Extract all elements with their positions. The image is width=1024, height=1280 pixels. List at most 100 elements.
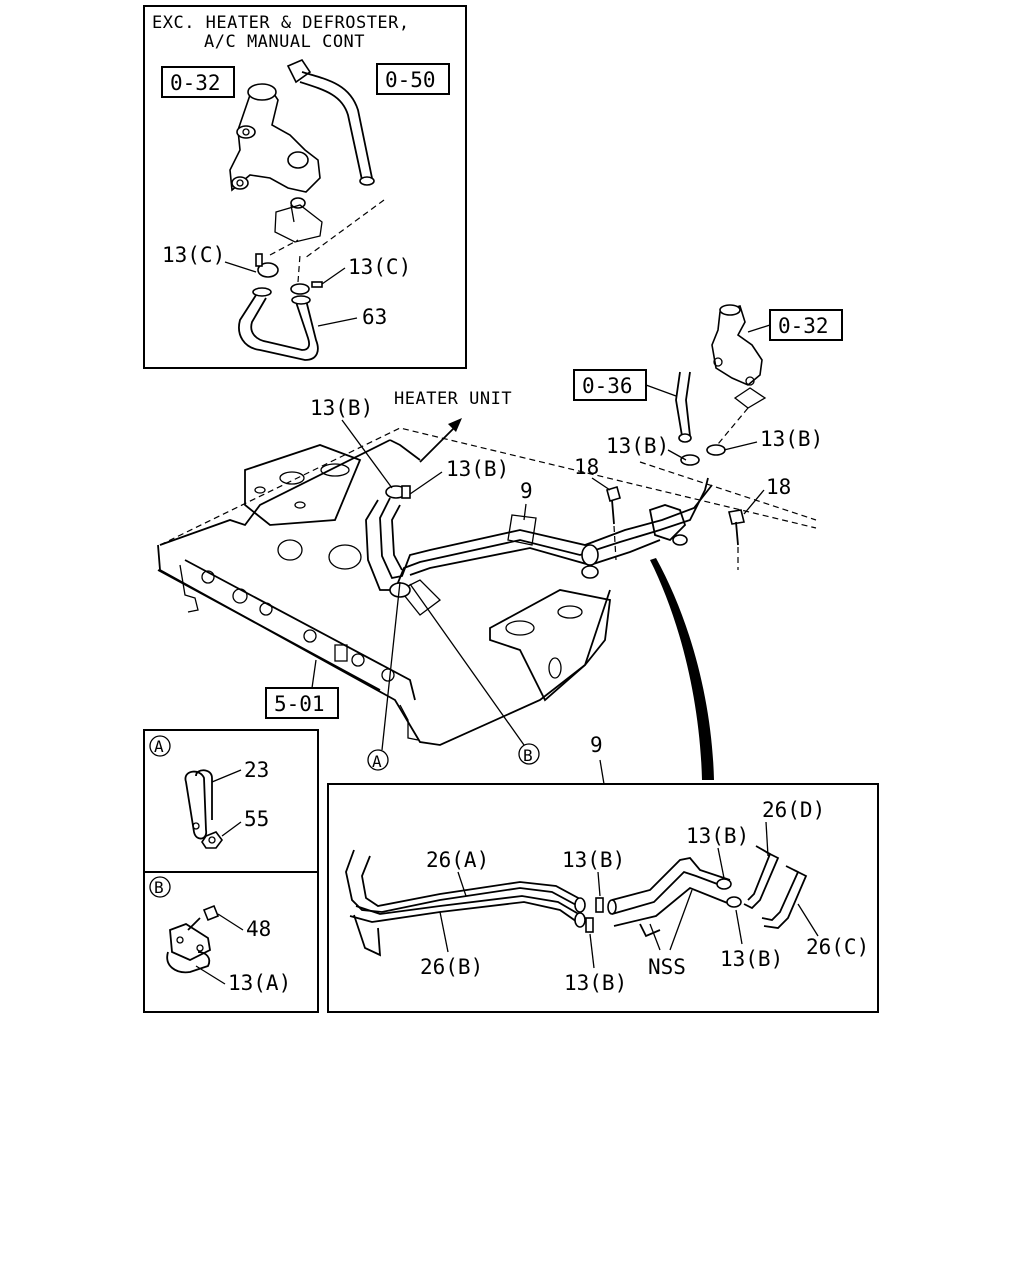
detail-b-frame xyxy=(143,871,319,1013)
label-pipe-26b: 26(B) xyxy=(420,955,483,979)
leader-pipe-26b xyxy=(439,911,449,953)
label-clamp-13b-top-mid: 13(B) xyxy=(446,457,509,481)
clamps-13b-left-detail-drawing xyxy=(585,897,604,933)
leader-clamp-13b-top-left xyxy=(341,419,393,489)
detail-b-marker: B xyxy=(154,878,164,897)
label-clamp-13a: 13(A) xyxy=(228,971,291,995)
leader-pipe-9 xyxy=(523,503,527,521)
label-nss: NSS xyxy=(648,955,686,979)
leader-clamp-13a xyxy=(195,965,226,985)
label-pipe-26c: 26(C) xyxy=(806,935,869,959)
label-pipe-26d: 26(D) xyxy=(762,798,825,822)
leader-pipe-26d xyxy=(765,821,769,857)
leader-clamp-13c-right xyxy=(321,267,346,285)
main-assembly: HEATER UNIT xyxy=(157,304,843,785)
ref-label-hose[interactable]: 0-36 xyxy=(582,374,633,398)
bypass-pipe-drawing xyxy=(269,59,385,283)
inset-title-line1: EXC. HEATER & DEFROSTER, xyxy=(152,13,410,33)
detail-a-marker: A xyxy=(154,737,164,756)
leader-clamp-13b-detail-bottom-left xyxy=(589,933,595,969)
label-clamp-13b-right-a: 13(B) xyxy=(606,434,669,458)
label-clamp-13b-right-b: 13(B) xyxy=(760,427,823,451)
inset-title-line2: A/C MANUAL CONT xyxy=(204,32,365,52)
heater-pipe-9-drawing xyxy=(365,477,713,598)
leader-marker-b xyxy=(409,583,525,746)
leader-ref-hose xyxy=(645,384,677,397)
nut-55-drawing xyxy=(201,831,223,849)
leader-clamp-13b-detail-top-left xyxy=(597,871,601,897)
clamp-13b-heater-drawing xyxy=(385,485,411,499)
leader-bolt-18-right xyxy=(743,489,765,515)
label-clamp-13c-left: 13(C) xyxy=(162,243,225,267)
clip-23-drawing xyxy=(184,769,213,840)
leader-clamp-13b-detail-top-right xyxy=(717,847,725,879)
label-clip-23: 23 xyxy=(244,758,269,782)
detail-a-panel: A 23 55 xyxy=(143,729,319,873)
marker-a-circle xyxy=(367,749,389,771)
leader-nss-a xyxy=(649,923,661,951)
leader-pipe-9-detail xyxy=(599,759,605,785)
pipe-nss-drawing xyxy=(607,857,742,938)
leader-ref-frame xyxy=(311,659,317,689)
label-clamp-13b-detail-top-right: 13(B) xyxy=(686,824,749,848)
detail-callout-wedge xyxy=(650,558,714,780)
leader-clamp-13b-detail-bottom-right xyxy=(735,909,743,945)
leader-clamp-13c-left xyxy=(224,261,257,273)
leader-clip-23 xyxy=(211,769,242,783)
leader-nut-55 xyxy=(221,821,242,837)
leader-bolt-48 xyxy=(217,913,244,931)
marker-b-label: B xyxy=(523,746,533,765)
detail-a-frame xyxy=(143,729,319,873)
leader-clamp-13b-right-b xyxy=(723,441,758,451)
detail-b-panel: B 48 13(A) xyxy=(143,871,319,1013)
label-pipe-9-detail: 9 xyxy=(590,733,603,757)
valve-0-32-drawing xyxy=(711,304,767,445)
label-bolt-18-right: 18 xyxy=(766,475,791,499)
hoses-26cd-drawing xyxy=(743,845,808,929)
ref-box-frame[interactable] xyxy=(265,687,339,719)
hose-0-36-drawing xyxy=(675,371,692,443)
leader-pipe-26c xyxy=(797,903,819,937)
label-heater-unit: HEATER UNIT xyxy=(394,389,512,409)
heater-unit-arrow xyxy=(419,423,459,463)
label-bolt-48: 48 xyxy=(246,917,271,941)
top-inset-frame xyxy=(143,5,467,369)
clamps-13b-right-drawing xyxy=(680,444,726,466)
pipe-26ab-drawing xyxy=(345,849,586,957)
label-clamp-13b-detail-bottom-left: 13(B) xyxy=(564,971,627,995)
bolt-18-left-drawing xyxy=(606,485,621,561)
ref-label-valve[interactable]: 0-32 xyxy=(170,71,221,95)
leader-nss-b xyxy=(669,889,693,951)
hose-63-drawing xyxy=(238,253,323,361)
label-pipe-26a: 26(A) xyxy=(426,848,489,872)
ref-box-pipe[interactable] xyxy=(376,63,450,95)
top-inset: EXC. HEATER & DEFROSTER, A/C MANUAL CONT… xyxy=(143,5,467,369)
water-valve-drawing xyxy=(229,83,323,243)
marker-b-circle xyxy=(518,743,540,765)
detail-pipe-frame xyxy=(327,783,879,1013)
ref-label-pipe[interactable]: 0-50 xyxy=(385,68,436,92)
bolt-48-drawing xyxy=(187,904,220,931)
leader-bolt-18-left xyxy=(591,477,611,491)
detail-b-marker-circle xyxy=(149,876,171,898)
label-hose-63: 63 xyxy=(362,305,387,329)
leader-ref-valve-main xyxy=(747,324,771,333)
label-bolt-18-left: 18 xyxy=(574,455,599,479)
detail-a-marker-circle xyxy=(149,735,171,757)
leader-marker-a xyxy=(381,581,401,751)
clamp-13a-drawing xyxy=(166,922,211,974)
label-clamp-13b-detail-bottom-right: 13(B) xyxy=(720,947,783,971)
label-clamp-13b-top-left: 13(B) xyxy=(310,396,373,420)
label-nut-55: 55 xyxy=(244,807,269,831)
ref-box-valve[interactable] xyxy=(161,66,235,98)
marker-a-label: A xyxy=(372,752,382,771)
chassis-frame-drawing xyxy=(157,427,817,746)
leader-clamp-13b-top-mid xyxy=(409,471,443,495)
ref-label-valve-main[interactable]: 0-32 xyxy=(778,314,829,338)
ref-label-frame[interactable]: 5-01 xyxy=(274,692,325,716)
leader-hose-63 xyxy=(317,317,358,327)
label-clamp-13c-right: 13(C) xyxy=(348,255,411,279)
leader-pipe-26a xyxy=(457,871,467,897)
heater-unit-arrowhead xyxy=(448,418,462,432)
